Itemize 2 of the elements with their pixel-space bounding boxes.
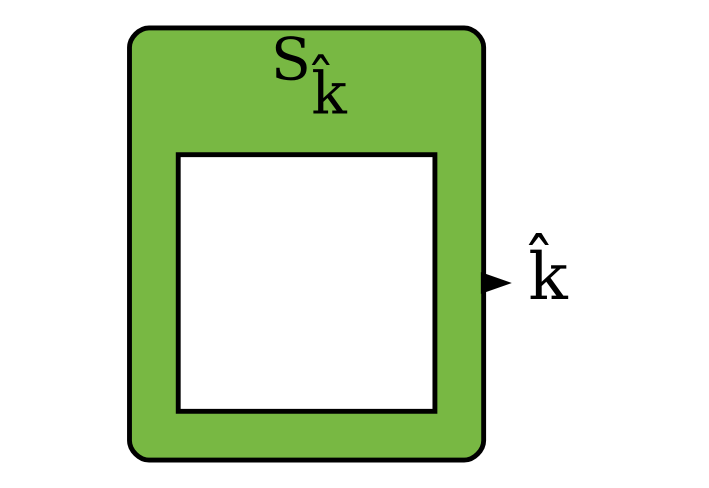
node-box bbox=[176, 152, 438, 414]
arrow bbox=[480, 272, 512, 294]
